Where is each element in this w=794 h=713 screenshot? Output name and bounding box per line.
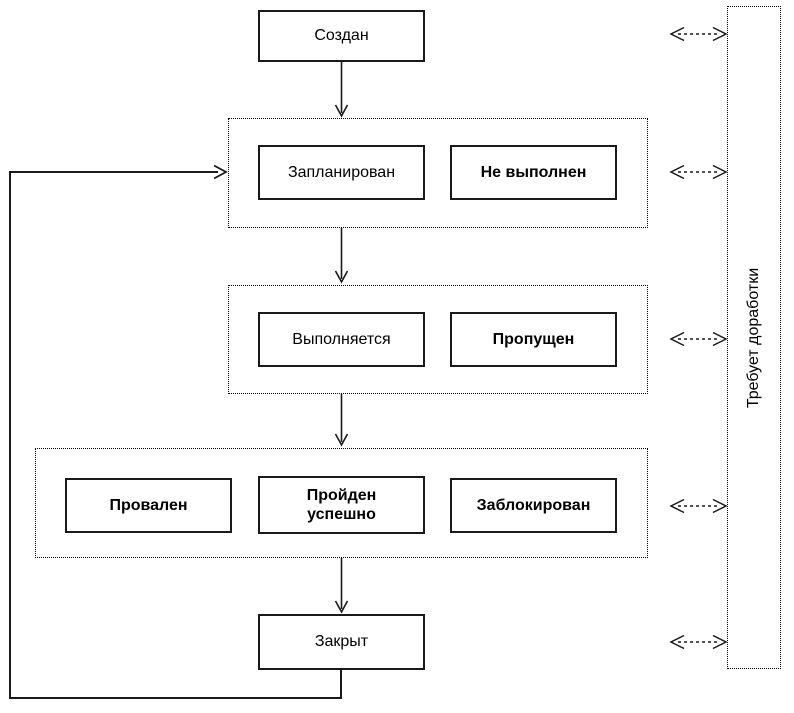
- state-planned: Запланирован: [258, 145, 425, 200]
- state-closed-label: Закрыт: [314, 633, 369, 651]
- state-blocked-label: Заблокирован: [476, 496, 591, 514]
- state-skipped: Пропущен: [450, 312, 617, 367]
- state-passed-label: Пройден успешно: [306, 486, 377, 523]
- double-arrow-planned-rework: [669, 164, 728, 180]
- arrow-created-to-planned-group: [334, 62, 349, 118]
- double-arrow-result-rework: [669, 498, 728, 514]
- state-failed-label: Провален: [109, 496, 188, 514]
- double-arrow-closed-rework: [669, 634, 728, 650]
- group-planned-states: [228, 118, 648, 228]
- arrow-execution-to-result-group: [334, 394, 349, 447]
- state-skipped-label: Пропущен: [492, 330, 575, 348]
- state-not-executed: Не выполнен: [450, 145, 617, 200]
- double-arrow-executing-rework: [669, 331, 728, 347]
- arrow-planned-to-execution-group: [334, 228, 349, 284]
- rework-sidebar: Требует доработки: [727, 6, 781, 669]
- group-execution-states: [228, 285, 648, 394]
- group-result-states: [35, 448, 648, 558]
- state-executing: Выполняется: [258, 312, 425, 367]
- arrow-result-to-closed: [334, 558, 349, 614]
- state-failed: Провален: [65, 478, 232, 533]
- state-not-executed-label: Не выполнен: [480, 163, 587, 181]
- double-arrow-created-rework: [669, 26, 728, 42]
- state-closed: Закрыт: [258, 614, 425, 670]
- state-passed: Пройден успешно: [258, 476, 425, 534]
- state-executing-label: Выполняется: [292, 330, 391, 348]
- state-created-label: Создан: [314, 27, 369, 45]
- state-planned-label: Запланирован: [287, 163, 396, 181]
- state-created: Создан: [258, 10, 425, 62]
- rework-sidebar-label: Требует доработки: [745, 267, 762, 408]
- state-blocked: Заблокирован: [450, 478, 617, 533]
